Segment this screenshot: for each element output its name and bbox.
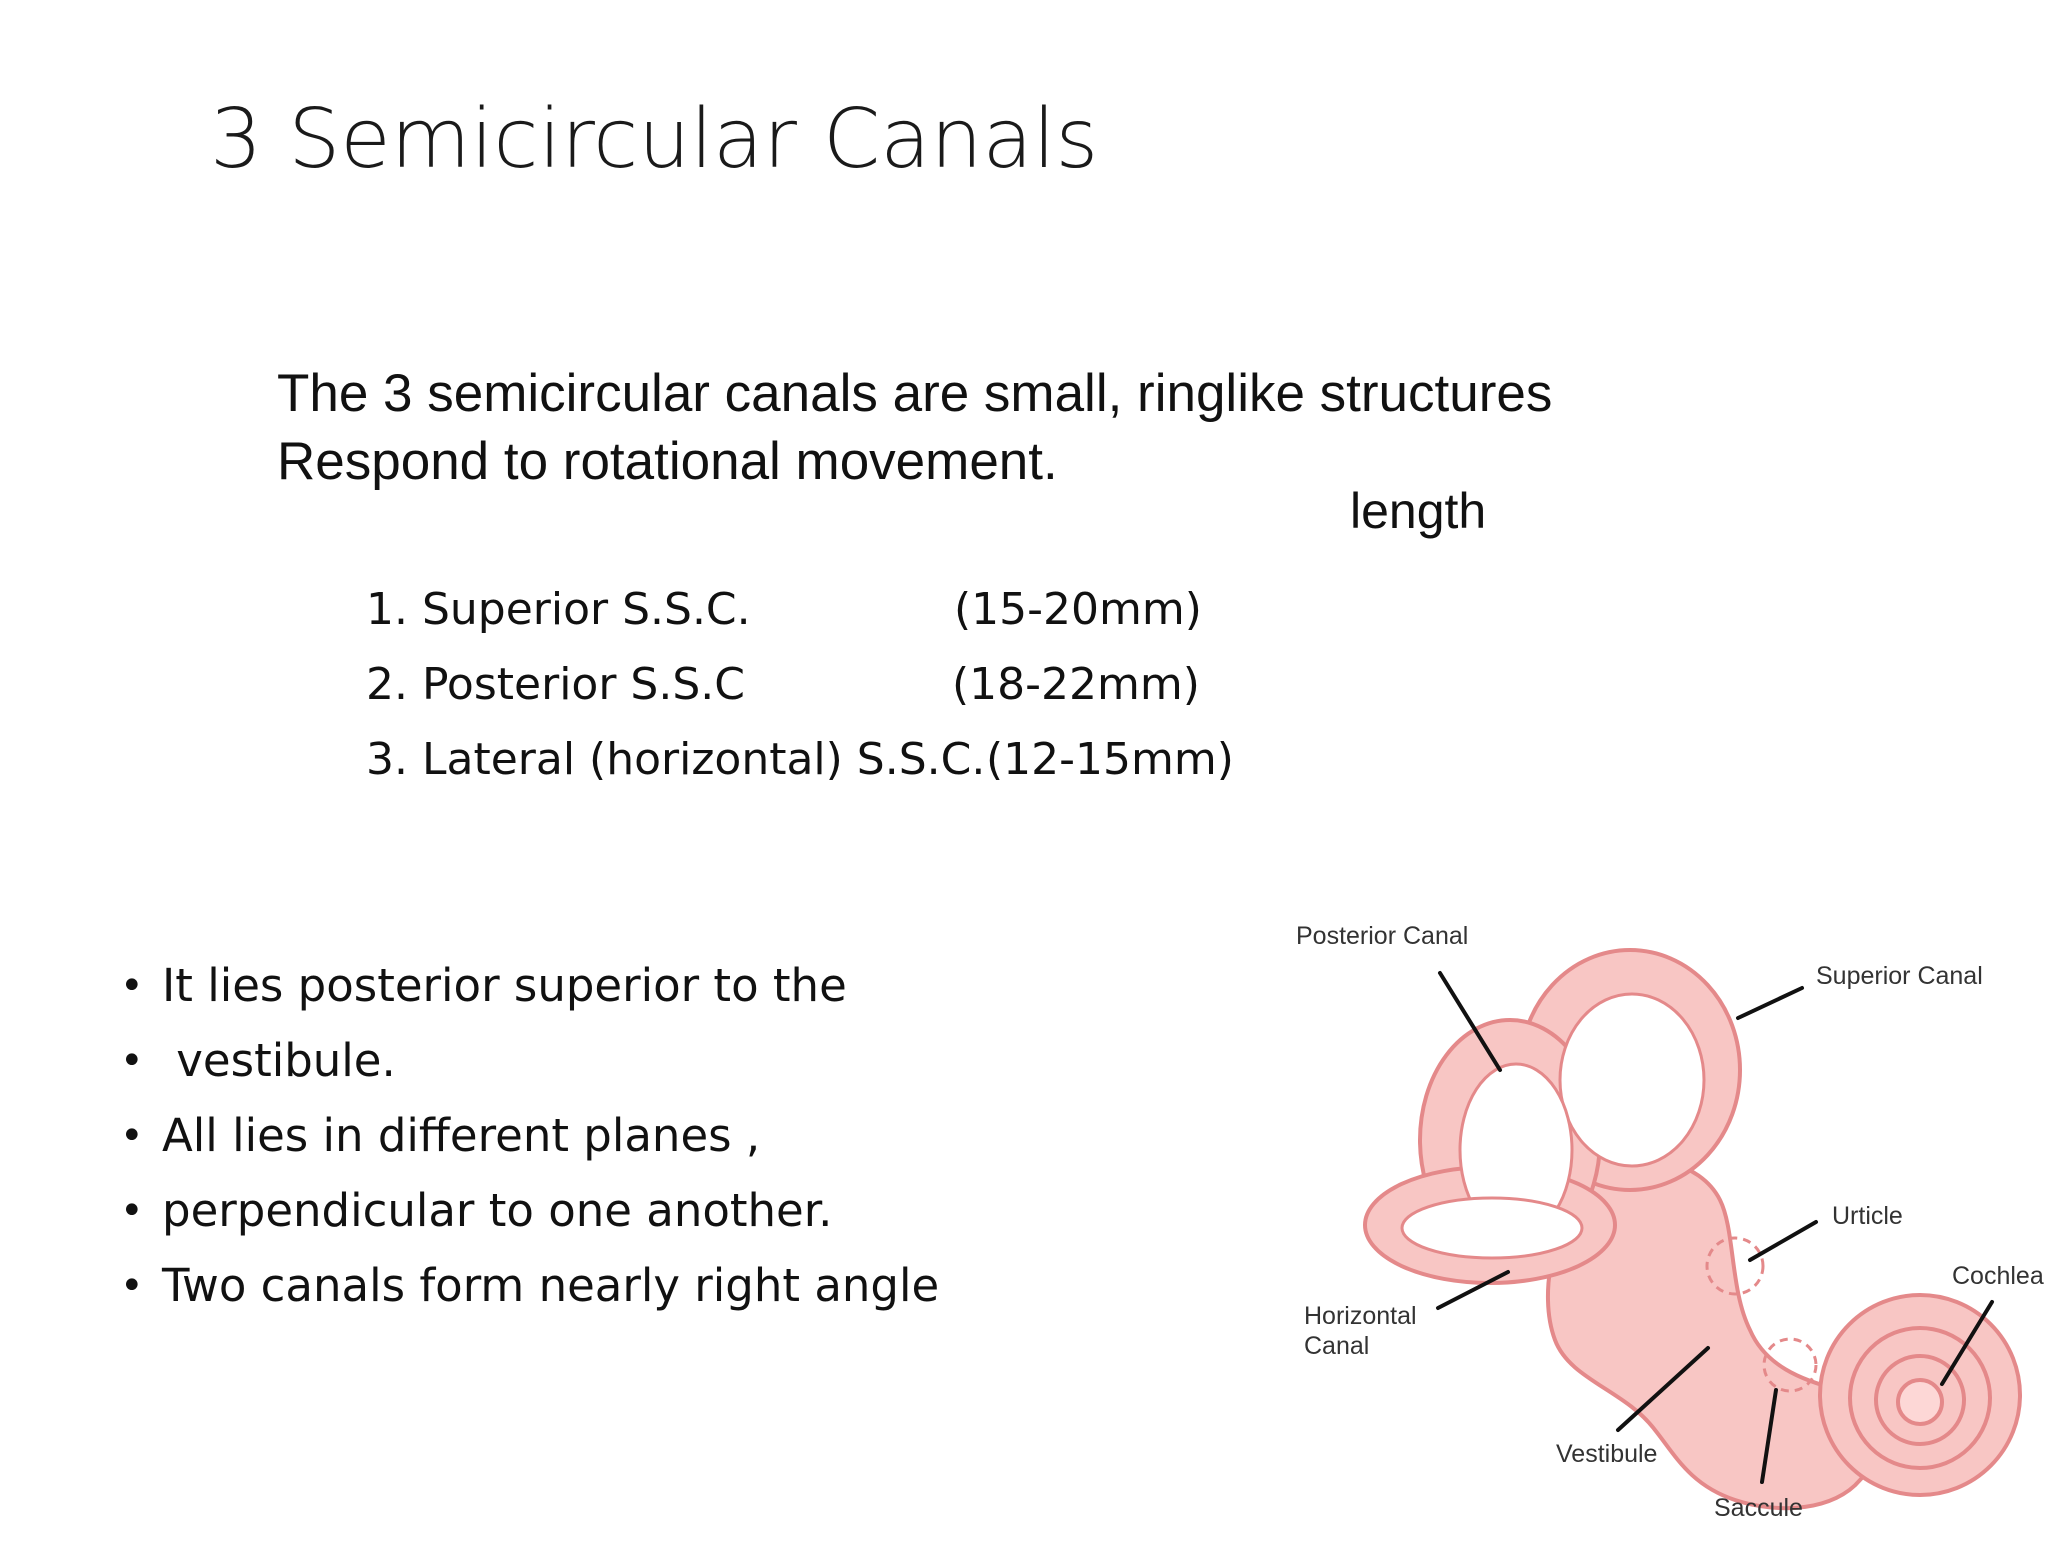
leader-horizontal-canal <box>1436 1270 1510 1310</box>
slide-title: 3 Semicircular Canals <box>210 92 1099 187</box>
label-vestibule: Vestibule <box>1556 1440 1657 1468</box>
leader-vestibule <box>1616 1346 1710 1432</box>
label-horizontal-canal-1: Horizontal <box>1304 1302 1417 1330</box>
length-column-header: length <box>1350 483 1487 539</box>
canal-item-superior: 1. Superior S.S.C. (15-20mm) <box>366 584 1346 659</box>
cochlea-spiral <box>1848 1326 1992 1470</box>
canal-lumen <box>1400 992 1706 1260</box>
bullet-dot-icon: • <box>120 1263 144 1309</box>
leader-superior-canal <box>1736 986 1804 1020</box>
saccule-marker <box>1762 1337 1818 1393</box>
utricle-marker <box>1705 1236 1765 1296</box>
canal-name: 1. Superior S.S.C. <box>366 584 751 635</box>
bullet-item: • Two canals form nearly right angle <box>120 1259 940 1312</box>
canal-length: (12-15mm) <box>986 734 1234 785</box>
bullet-dot-icon: • <box>120 1038 144 1084</box>
label-horizontal-canal-2: Canal <box>1304 1332 1369 1360</box>
leader-lines <box>1436 971 1994 1484</box>
canal-item-lateral: 3. Lateral (horizontal) S.S.C. (12-15mm) <box>366 734 1346 809</box>
bullet-dot-icon: • <box>120 1113 144 1159</box>
bullet-dot-icon: • <box>120 1188 144 1234</box>
bullet-item: • perpendicular to one another. <box>120 1184 833 1237</box>
canal-length: (18-22mm) <box>952 659 1200 710</box>
canal-length: (15-20mm) <box>954 584 1202 635</box>
canal-name: 2. Posterior S.S.C <box>366 659 745 710</box>
inner-ear-illustration: Posterior Canal Superior Canal Urticle C… <box>1296 922 2044 1522</box>
intro-text: The 3 semicircular canals are small, rin… <box>277 360 1552 496</box>
bullet-dot-icon: • <box>120 963 144 1009</box>
intro-line-1: The 3 semicircular canals are small, rin… <box>277 364 1553 423</box>
bullet-item: • It lies posterior superior to the <box>120 959 847 1012</box>
bullet-list: • It lies posterior superior to the • ve… <box>120 958 939 1333</box>
canal-name: 3. Lateral (horizontal) S.S.C. <box>366 734 986 785</box>
leader-posterior-canal <box>1438 971 1502 1072</box>
leader-saccule <box>1760 1388 1778 1484</box>
label-posterior-canal: Posterior Canal <box>1296 922 1468 950</box>
leader-cochlea <box>1940 1300 1994 1386</box>
leader-utricle <box>1748 1220 1818 1262</box>
bullet-item: • vestibule. <box>120 1034 396 1087</box>
label-utricle: Urticle <box>1832 1202 1903 1230</box>
label-superior-canal: Superior Canal <box>1816 962 1983 990</box>
canal-list: 1. Superior S.S.C. (15-20mm) 2. Posterio… <box>366 584 1346 809</box>
intro-line-2: Respond to rotational movement. <box>277 432 1058 491</box>
canal-item-posterior: 2. Posterior S.S.C (18-22mm) <box>366 659 1346 734</box>
label-cochlea: Cochlea <box>1952 1262 2044 1290</box>
label-saccule: Saccule <box>1714 1494 1803 1522</box>
bullet-item: • All lies in different planes , <box>120 1109 761 1162</box>
inner-ear-diagram: Posterior Canal Superior Canal Urticle C… <box>1280 910 2048 1536</box>
